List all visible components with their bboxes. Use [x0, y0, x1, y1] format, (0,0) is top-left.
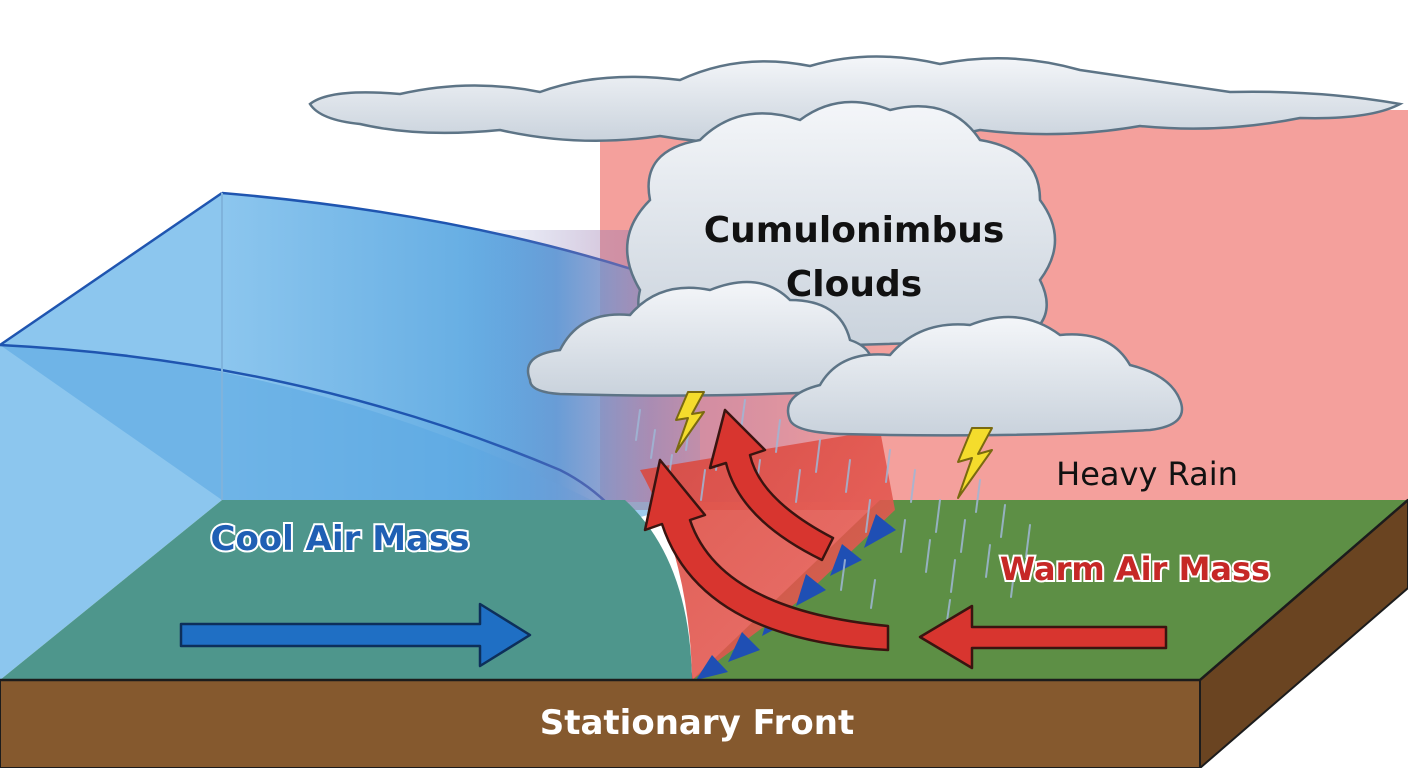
front-label: Stationary Front	[540, 703, 855, 743]
earth-layer-front	[0, 679, 1201, 768]
warm-air-wedge	[640, 430, 895, 680]
rising-arrow-1	[643, 458, 890, 652]
warm-air-label: Warm Air Mass	[1000, 550, 1270, 588]
rain-streaks	[635, 399, 1031, 629]
rising-arrow-2	[708, 408, 835, 562]
heavy-rain-label: Heavy Rain	[1056, 455, 1238, 493]
cumulonimbus-cloud	[308, 55, 1404, 437]
cool-air-label: Cool Air Mass	[211, 519, 470, 559]
lightning-bolt-icon	[957, 427, 993, 499]
rising-warm-air-arrows	[643, 408, 890, 652]
warm-air-arrow	[918, 604, 1168, 670]
clouds-label-line1: Cumulonimbus	[704, 210, 1005, 251]
lightning-bolt-icon	[675, 391, 705, 453]
cool-air-arrow	[179, 602, 532, 668]
clouds-label-line2: Clouds	[786, 264, 922, 305]
